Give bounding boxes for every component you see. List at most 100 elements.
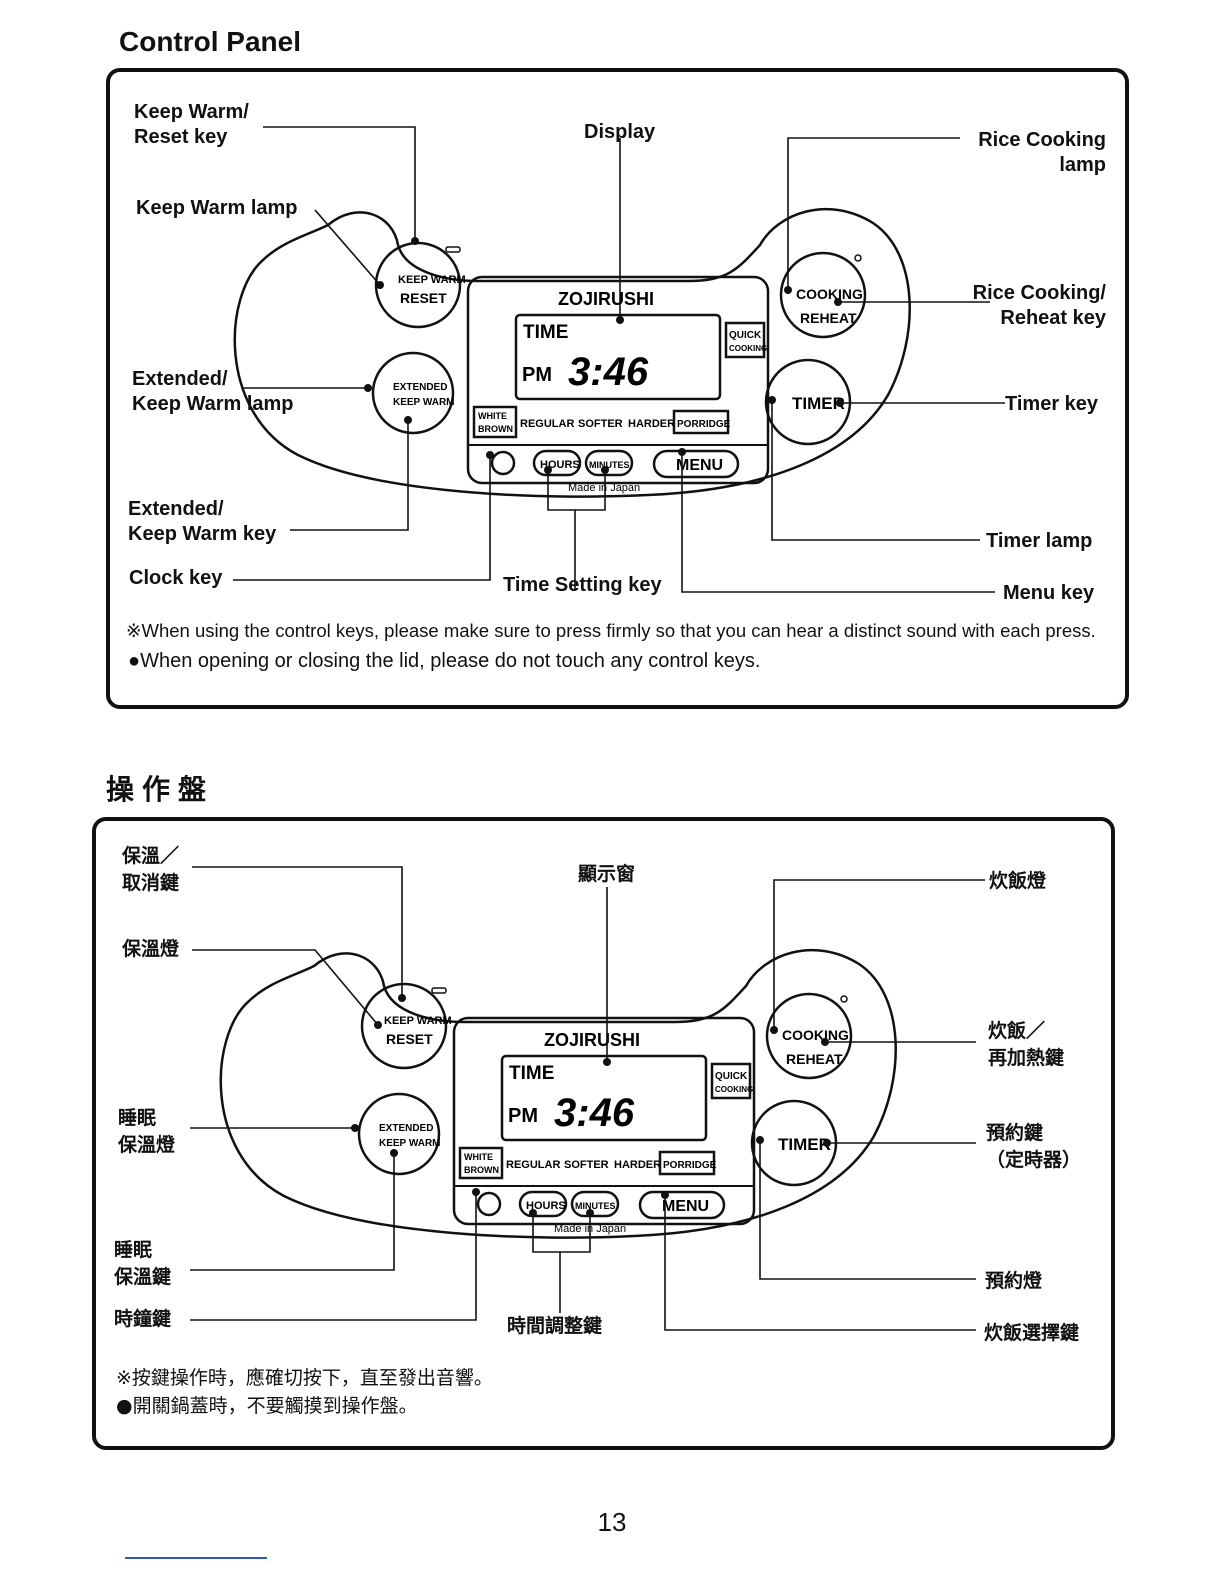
leader-dot-8 xyxy=(784,286,792,294)
cooking-label: COOKING xyxy=(729,344,767,353)
clock-key-icon xyxy=(476,1191,502,1217)
cooking-btn-label: COOKING xyxy=(782,1027,849,1043)
leader-dot-2 xyxy=(364,384,372,392)
leader-line-12 xyxy=(681,452,995,593)
rice-cooking-lamp-dot xyxy=(854,254,862,262)
leader-dot-7 xyxy=(616,316,624,324)
minutes-key xyxy=(584,449,634,477)
lcd-time-label: TIME xyxy=(509,1063,554,1084)
leader-dot-11 xyxy=(756,1136,764,1144)
label-keep-warm-reset-key-cn: 保溫／ 取消鍵 xyxy=(122,845,180,894)
label-timer-lamp: Timer lamp xyxy=(986,530,1093,552)
lcd-window xyxy=(500,1054,708,1142)
menu-white: WHITE xyxy=(478,411,507,421)
leader-line-3 xyxy=(290,420,409,531)
leader-dot-12 xyxy=(678,448,686,456)
label-display: Display xyxy=(584,121,656,143)
menu-harder: HARDER xyxy=(628,418,675,430)
leader-dot-7 xyxy=(603,1058,611,1066)
reheat-btn-label: REHEAT xyxy=(786,1051,843,1067)
note-press-firmly: ※When using the control keys, please mak… xyxy=(126,620,1096,641)
extended-btn-label: EXTENDED xyxy=(393,382,447,393)
label-clock-key: Clock key xyxy=(129,567,223,589)
leader-dot-4 xyxy=(486,451,494,459)
leader-line-0 xyxy=(192,866,403,998)
quick-label: QUICK xyxy=(715,1071,748,1082)
label-rice-cooking-reheat-key-cn: 炊飯／ 再加熱鍵 xyxy=(988,1020,1065,1069)
leader-dot-0 xyxy=(398,994,406,1002)
menu-softer: SOFTER xyxy=(578,418,623,430)
leader-dot-8 xyxy=(770,1026,778,1034)
hours-key-label: HOURS xyxy=(526,1200,566,1212)
leader-dot-1 xyxy=(374,1021,382,1029)
leader-line-5 xyxy=(547,470,576,590)
made-in-japan: Made in Japan xyxy=(568,482,640,494)
white-brown-box xyxy=(472,405,518,439)
display-housing xyxy=(466,275,770,485)
label-clock-key-cn: 時鐘鍵 xyxy=(114,1308,172,1330)
keep-warm-btn-label: KEEP WARM xyxy=(384,1015,452,1027)
section-title-en: Control Panel xyxy=(119,26,302,57)
menu-porridge: PORRIDGE xyxy=(677,419,731,430)
cooking-btn-label: COOKING xyxy=(796,286,863,302)
menu-softer: SOFTER xyxy=(564,1159,609,1171)
keep-warm-lamp xyxy=(445,246,461,253)
footer-rule xyxy=(125,1557,267,1559)
leader-dot-4 xyxy=(472,1188,480,1196)
label-extended-keep-warm-key-cn: 睡眠 保溫鍵 xyxy=(114,1239,172,1288)
label-time-setting-key: Time Setting key xyxy=(503,574,662,596)
label-rice-cooking-reheat-key: Rice Cooking/ Reheat key xyxy=(972,282,1106,329)
menu-key xyxy=(638,1190,726,1220)
label-extended-keep-warm-lamp: Extended/ Keep Warm lamp xyxy=(132,368,294,415)
leader-line-8 xyxy=(773,879,985,1030)
leader-line-8 xyxy=(787,137,960,290)
leader-dot-9 xyxy=(821,1038,829,1046)
reset-btn-label: RESET xyxy=(400,290,447,306)
leader-dot-6 xyxy=(586,1209,594,1217)
leader-dot-9 xyxy=(834,298,842,306)
lcd-clock-digits: 3:46 xyxy=(568,350,649,394)
label-menu-key-cn: 炊飯選擇鍵 xyxy=(984,1322,1080,1344)
menu-brown: BROWN xyxy=(478,424,513,434)
leader-line-6 xyxy=(575,470,606,511)
leader-dot-10 xyxy=(836,399,844,407)
brand-logo: ZOJIRUSHI xyxy=(558,289,654,309)
porridge-box xyxy=(658,1150,716,1176)
brand-logo: ZOJIRUSHI xyxy=(544,1030,640,1050)
label-keep-warm-lamp: Keep Warm lamp xyxy=(136,197,298,219)
label-keep-warm-reset-key: Keep Warm/ Reset key xyxy=(134,101,249,148)
leader-dot-3 xyxy=(404,416,412,424)
leader-line-4 xyxy=(233,455,491,581)
hours-key xyxy=(518,1190,568,1218)
extended-btn-label: EXTENDED xyxy=(379,1123,433,1134)
minutes-key-label: MINUTES xyxy=(589,460,630,470)
minutes-key-label: MINUTES xyxy=(575,1201,616,1211)
lcd-clock-digits: 3:46 xyxy=(554,1091,635,1135)
note-lid-caution: ●When opening or closing the lid, please… xyxy=(128,650,761,672)
control-panel-frame-en xyxy=(106,68,1129,709)
extended-btn-label2: KEEP WARM xyxy=(393,397,455,408)
leader-dot-2 xyxy=(351,1124,359,1132)
menu-porridge: PORRIDGE xyxy=(663,1160,717,1171)
leader-line-4 xyxy=(190,1192,477,1321)
menu-key xyxy=(652,449,740,479)
label-rice-cooking-lamp-cn: 炊飯燈 xyxy=(989,870,1047,892)
lcd-ampm: PM xyxy=(522,364,552,386)
leader-dot-1 xyxy=(376,281,384,289)
white-brown-box xyxy=(458,1146,504,1180)
leader-line-11 xyxy=(771,400,980,541)
reheat-btn-label: REHEAT xyxy=(800,310,857,326)
reset-btn-label: RESET xyxy=(386,1031,433,1047)
extended-btn-label2: KEEP WARM xyxy=(379,1138,441,1149)
menu-key-label: MENU xyxy=(662,1198,709,1215)
leader-dot-0 xyxy=(411,237,419,245)
cooking-reheat-button xyxy=(765,992,853,1080)
leader-dot-5 xyxy=(529,1209,537,1217)
leader-dot-12 xyxy=(661,1191,669,1199)
keep-warm-reset-button xyxy=(360,982,448,1070)
timer-btn-label: TIMER xyxy=(778,1135,831,1154)
leader-line-6 xyxy=(560,1213,591,1253)
leader-dot-3 xyxy=(390,1149,398,1157)
hours-key xyxy=(532,449,582,477)
